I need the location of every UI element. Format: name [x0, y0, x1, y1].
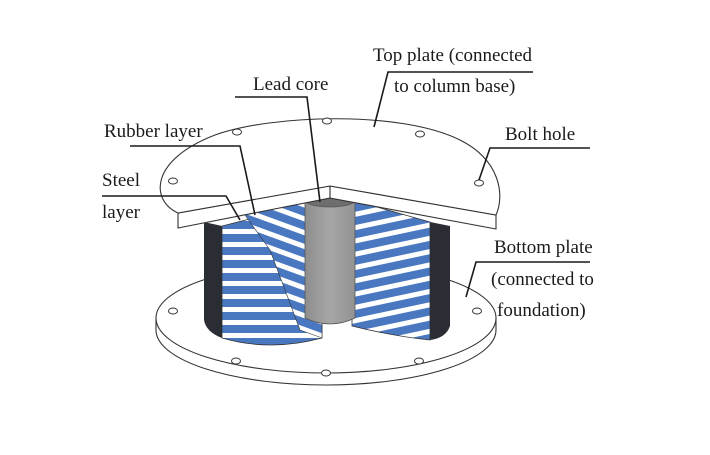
lead-core	[304, 192, 356, 325]
bolt-hole-icon	[168, 307, 178, 315]
top-plate-surface	[159, 118, 501, 216]
label-bottom-plate-3: foundation)	[497, 300, 586, 321]
label-steel-layer-1: Steel	[102, 170, 140, 191]
label-steel-layer-2: layer	[102, 202, 141, 223]
label-bottom-plate-2: (connected to	[491, 269, 594, 290]
laminated-face-right	[351, 199, 431, 341]
bolt-hole-icon	[231, 357, 241, 365]
cover-rubber-left	[204, 222, 222, 338]
leader-steel-layer	[102, 195, 241, 221]
leader-top-plate	[373, 71, 533, 128]
label-lead-core: Lead core	[253, 74, 328, 95]
bolt-hole-icon	[472, 307, 482, 315]
label-rubber-layer: Rubber layer	[104, 121, 203, 142]
bolt-hole-icon	[168, 177, 178, 185]
bolt-hole-icon	[474, 179, 484, 187]
cover-rubber-right	[430, 222, 450, 340]
leader-lead-core	[235, 96, 321, 203]
laminated-core	[204, 199, 450, 346]
bolt-hole-icon	[415, 130, 425, 138]
bolt-hole-icon	[232, 128, 242, 136]
bolt-holes-top	[168, 117, 484, 187]
label-top-plate-2: to column base)	[394, 76, 515, 97]
bolt-hole-icon	[414, 357, 424, 365]
label-top-plate-1: Top plate (connected	[373, 45, 533, 66]
leader-rubber-layer	[130, 145, 256, 216]
bolt-hole-icon	[322, 117, 332, 125]
leader-bolt-hole	[478, 147, 590, 181]
bolt-hole-icon	[321, 369, 331, 377]
bolt-holes-bottom	[168, 307, 482, 377]
leader-lines	[102, 71, 590, 298]
leader-bottom-plate	[465, 261, 590, 298]
label-bottom-plate-1: Bottom plate	[494, 237, 593, 258]
label-bolt-hole: Bolt hole	[505, 124, 575, 145]
